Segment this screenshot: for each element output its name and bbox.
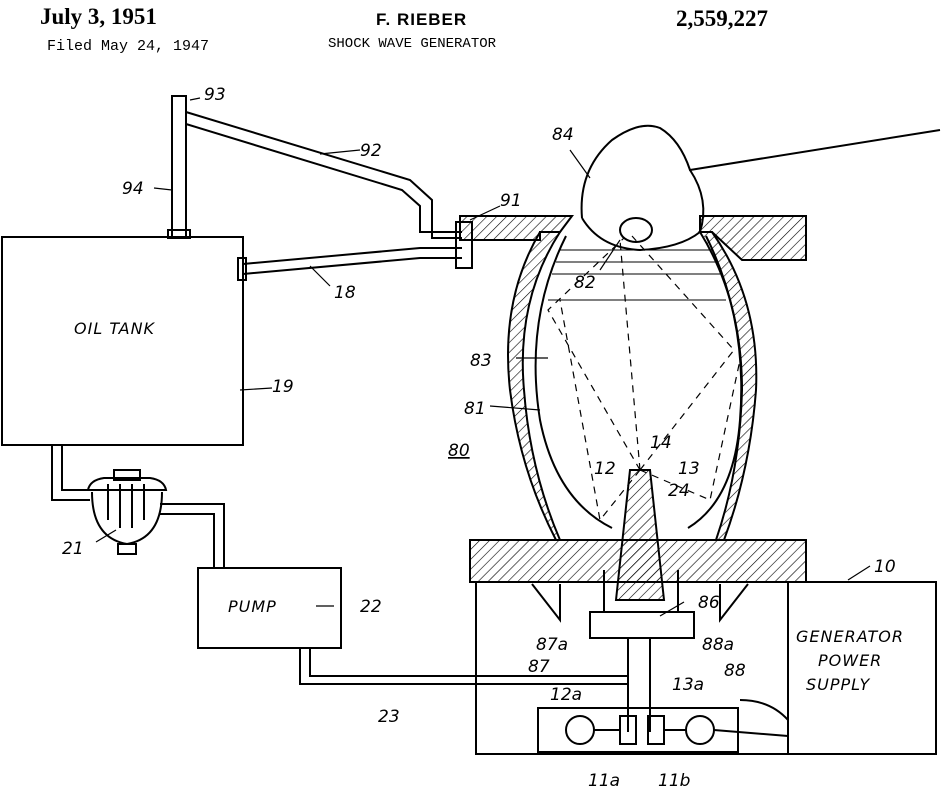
ref-24: 24 <box>668 481 690 501</box>
power-supply-label-line1: GENERATOR <box>796 627 904 646</box>
ref-86: 86 <box>698 593 720 613</box>
spark-gap-block <box>537 699 789 753</box>
pump-label: PUMP <box>228 597 277 616</box>
patent-number: 2,559,227 <box>676 6 768 31</box>
oil-tank-label: OIL TANK <box>74 319 156 338</box>
ref-12a: 12a <box>550 685 582 705</box>
leader-lines <box>95 97 871 617</box>
ref-13a: 13a <box>672 675 704 695</box>
pump-box <box>197 567 342 649</box>
ref-21: 21 <box>62 539 84 559</box>
ref-80: 80 <box>448 441 470 461</box>
ref-87a: 87a <box>536 635 568 655</box>
oil-tank-box <box>1 236 244 446</box>
vent-pipe <box>167 95 462 239</box>
ref-18: 18 <box>334 283 356 303</box>
ref-88: 88 <box>724 661 746 681</box>
shock-rays <box>547 235 741 522</box>
ref-12: 12 <box>594 459 616 479</box>
return-pipe <box>237 221 473 281</box>
inventor-name: F. RIEBER <box>376 10 468 29</box>
ref-82: 82 <box>574 273 596 293</box>
ref-19: 19 <box>272 377 294 397</box>
ref-11a: 11a <box>588 771 620 791</box>
lower-housing <box>475 581 789 755</box>
electrode-assembly <box>531 469 749 732</box>
ref-87: 87 <box>528 657 550 677</box>
power-supply-label-line2: POWER <box>818 651 882 670</box>
filed-date: Filed May 24, 1947 <box>47 38 210 55</box>
patent-date: July 3, 1951 <box>40 4 157 29</box>
ref-81: 81 <box>464 399 486 419</box>
ref-14: 14 <box>650 433 672 453</box>
ref-94: 94 <box>122 179 144 199</box>
filter-pipe <box>51 445 225 568</box>
ref-83: 83 <box>470 351 492 371</box>
ref-23: 23 <box>378 707 400 727</box>
ref-84: 84 <box>552 125 574 145</box>
power-supply-label-line3: SUPPLY <box>806 675 871 694</box>
patent-title: SHOCK WAVE GENERATOR <box>328 36 497 52</box>
ref-92: 92 <box>360 141 382 161</box>
filter-unit <box>86 469 168 555</box>
ref-93: 93 <box>204 85 226 105</box>
ref-10: 10 <box>874 557 896 577</box>
ref-22: 22 <box>360 597 382 617</box>
patient-head <box>580 124 941 252</box>
pump-outlet-pipe <box>299 648 628 685</box>
ref-91: 91 <box>500 191 522 211</box>
ref-11b: 11b <box>658 771 690 791</box>
ref-88a: 88a <box>702 635 734 655</box>
ref-13: 13 <box>678 459 700 479</box>
